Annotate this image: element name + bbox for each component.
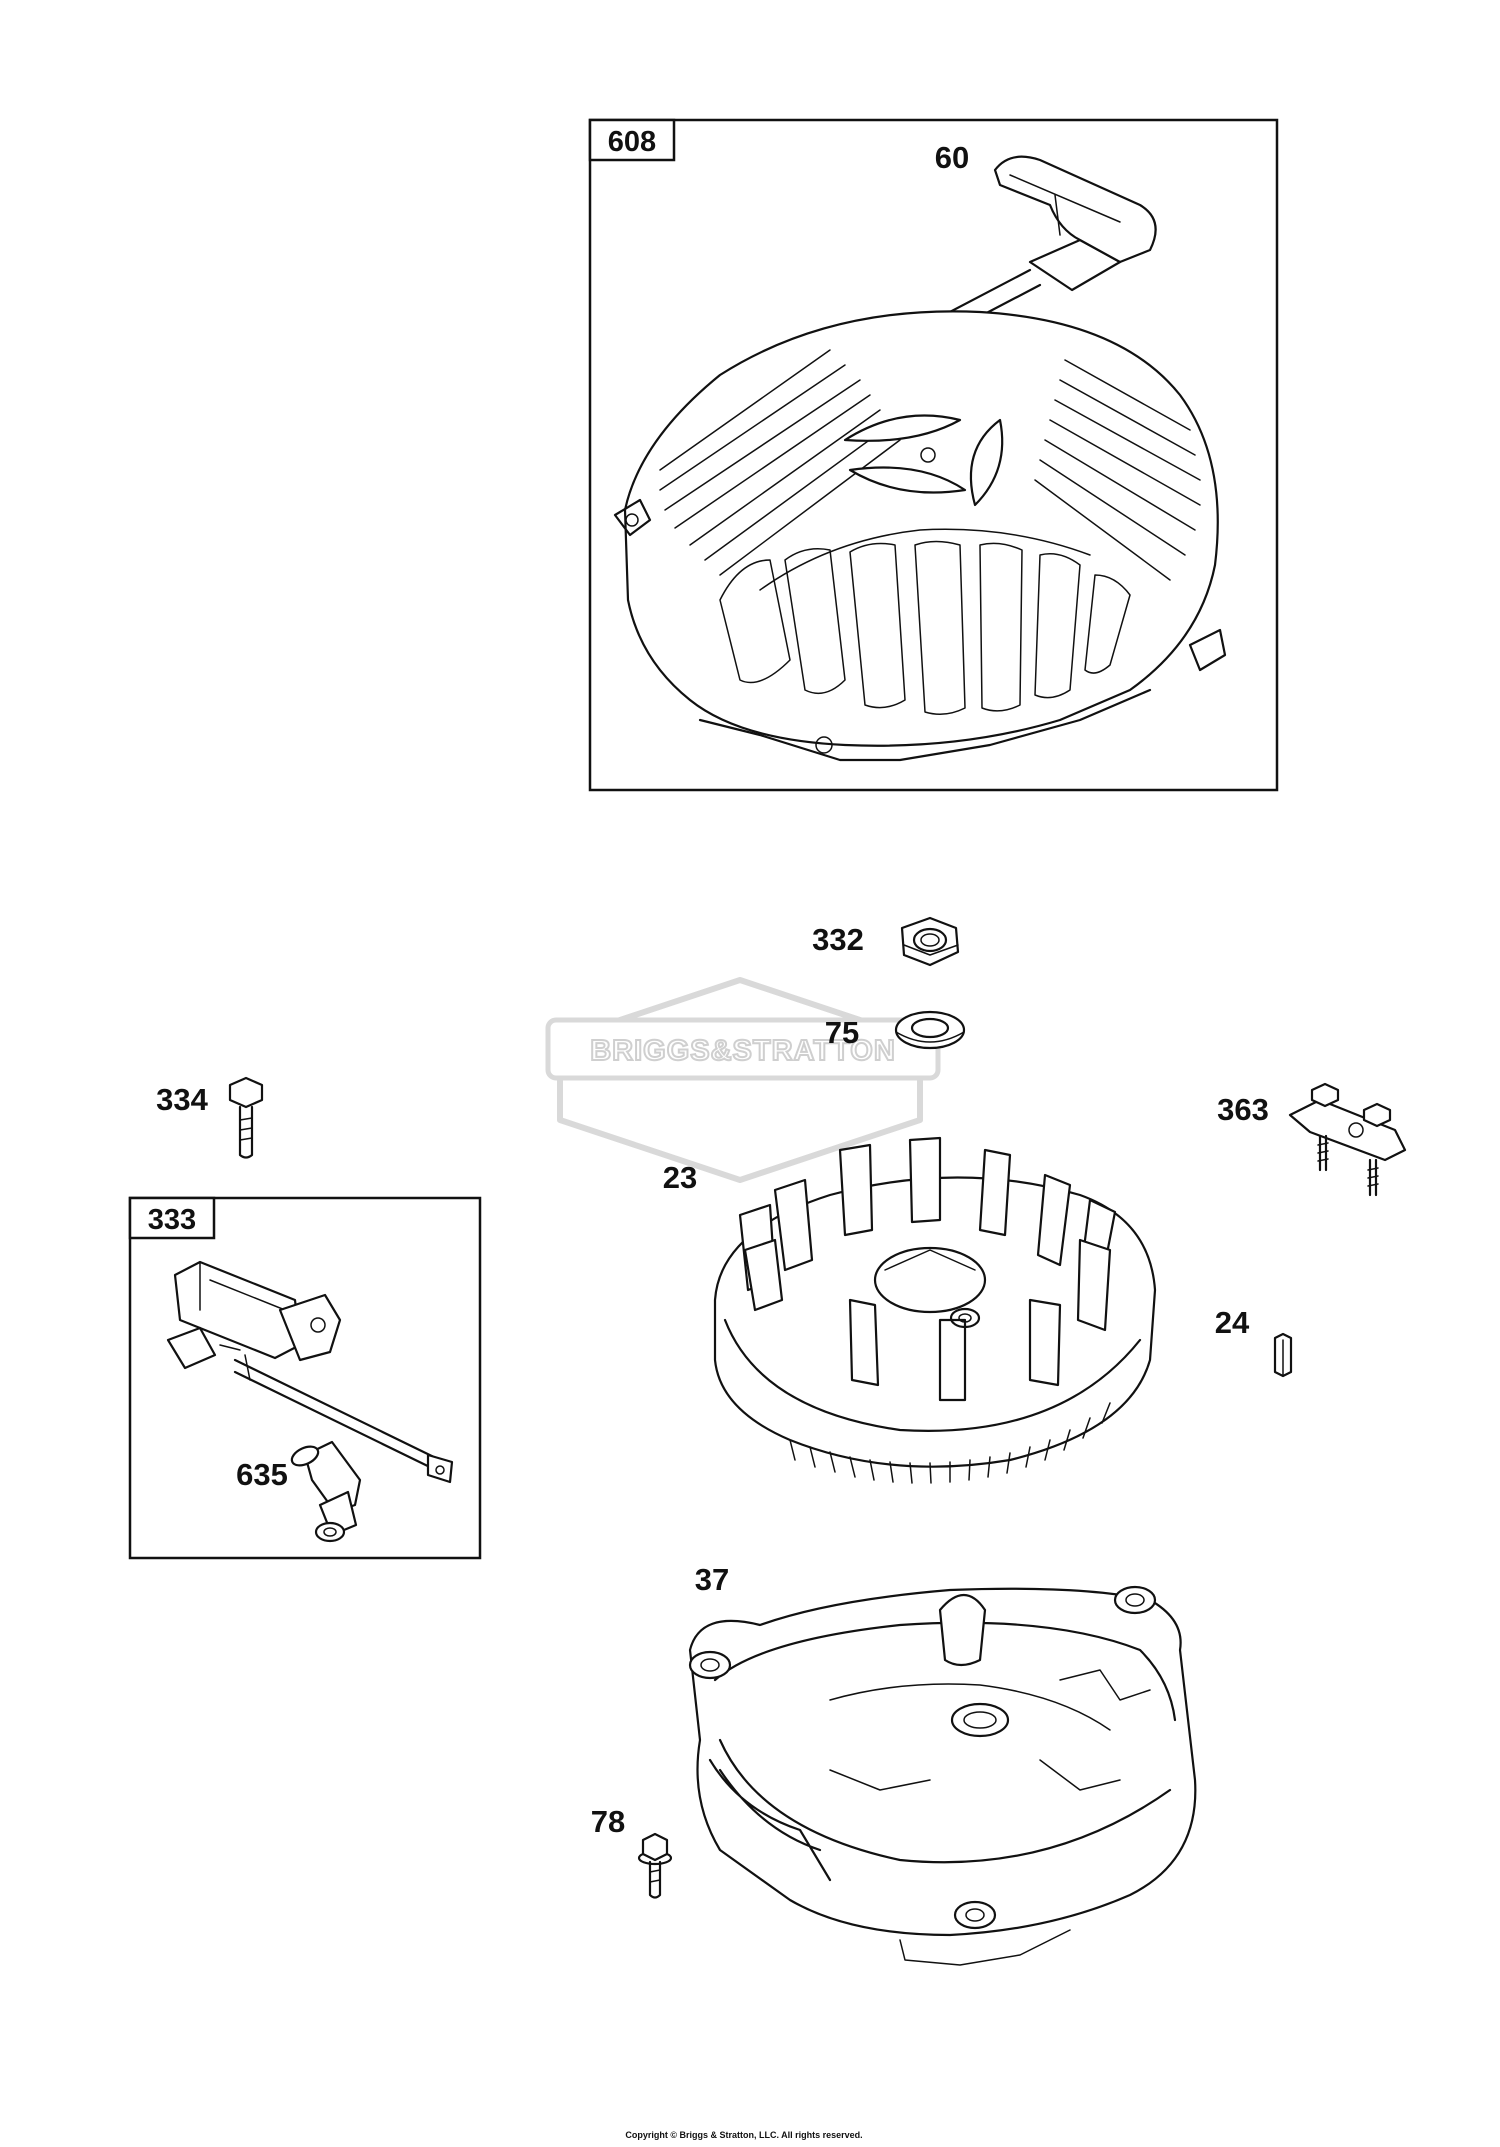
- starter-handle-icon: [923, 155, 1157, 342]
- box-number-333: 333: [148, 1204, 196, 1236]
- flywheel-key-icon: [1273, 1332, 1293, 1378]
- callout-78: 78: [591, 1804, 625, 1839]
- callout-334: 334: [156, 1082, 208, 1117]
- hex-nut-icon: [900, 916, 960, 967]
- callout-363: 363: [1217, 1092, 1269, 1127]
- recoil-starter-box: 608 60: [588, 118, 1279, 792]
- ignition-armature-icon: [166, 1260, 454, 1484]
- hex-bolt-icon: [228, 1076, 264, 1159]
- spark-plug-boot-icon: [290, 1440, 362, 1543]
- callout-24: 24: [1215, 1305, 1250, 1340]
- flywheel-icon: [713, 1136, 1157, 1484]
- watermark-text: BRIGGS&STRATTON: [590, 1035, 896, 1067]
- ground-bracket-icon: [1288, 1082, 1407, 1197]
- copyright-notice: Copyright © Briggs & Stratton, LLC. All …: [625, 2130, 862, 2140]
- callout-23: 23: [663, 1160, 697, 1195]
- brand-watermark: BRIGGS&STRATTON: [545, 977, 941, 1183]
- flat-washer-icon: [894, 1010, 966, 1050]
- blower-housing-icon: [688, 1585, 1197, 1966]
- recoil-starter-icon: [613, 310, 1227, 762]
- callout-332: 332: [812, 922, 864, 957]
- callout-635: 635: [236, 1457, 288, 1492]
- ignition-box: 333 635: [128, 1196, 482, 1560]
- callout-75: 75: [825, 1015, 859, 1050]
- screw-icon: [637, 1832, 673, 1899]
- callout-60: 60: [935, 140, 969, 175]
- box-number-608: 608: [608, 126, 656, 158]
- callout-37: 37: [695, 1562, 729, 1597]
